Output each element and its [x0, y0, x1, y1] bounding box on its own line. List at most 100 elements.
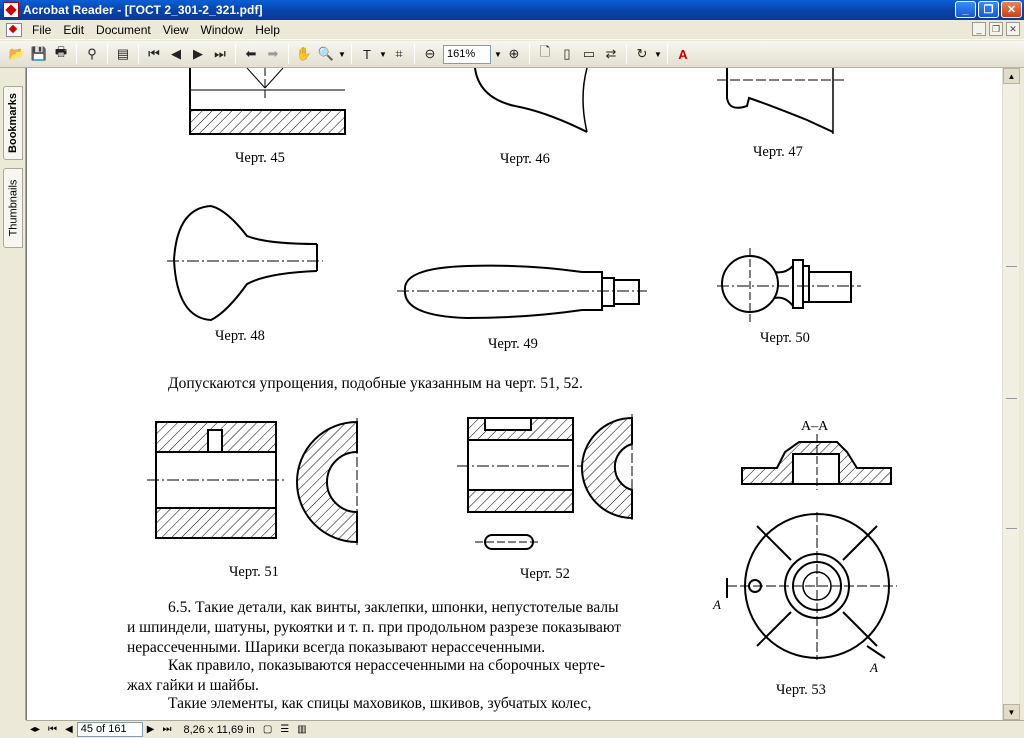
figure-47 — [717, 68, 847, 134]
navigation-tabs: Bookmarks Thumbnails — [0, 68, 26, 720]
paragraph-line: жах гайки и шайбы. — [127, 677, 259, 694]
acrobat-app-icon — [3, 2, 19, 18]
tab-bookmarks[interactable]: Bookmarks — [3, 86, 23, 160]
figure-53-section: А–А — [741, 419, 892, 490]
cut-label-a: А — [712, 597, 721, 612]
paragraph-line: Как правило, показываются нерассеченными… — [168, 657, 606, 674]
zoom-in-icon[interactable]: ⊕ — [508, 46, 520, 61]
open-icon[interactable]: 📂 — [8, 46, 26, 61]
toolbar-separator — [235, 44, 236, 64]
toolbar-separator — [351, 44, 352, 64]
fit-page-icon[interactable]: ▯ — [563, 46, 571, 61]
figure-48 — [167, 205, 323, 322]
first-page-icon[interactable]: ⏮ — [148, 46, 160, 61]
cut-label-b: А — [869, 660, 878, 675]
caption-figure-49: Черт. 49 — [488, 336, 538, 352]
snapshot-icon[interactable]: ⌗ — [395, 46, 403, 61]
title-bar: Acrobat Reader - [ГОСТ 2_301-2_321.pdf] … — [0, 0, 1024, 20]
navigation-pane-icon[interactable]: ▤ — [116, 46, 130, 61]
next-page-icon[interactable]: ▶ — [193, 46, 203, 61]
previous-page-icon[interactable]: ◀ — [171, 46, 181, 61]
paragraph-line: и шпиндели, шатуны, рукоятки и т. п. при… — [127, 619, 621, 636]
text-select-icon[interactable]: T — [363, 46, 371, 62]
save-icon[interactable]: 💾 — [30, 46, 48, 61]
doc-close-button[interactable]: ✕ — [1006, 22, 1020, 36]
figure-51 — [147, 418, 358, 546]
figure-45 — [189, 68, 346, 135]
status-last-page-icon[interactable]: ⏭ — [162, 724, 172, 735]
scroll-marker — [1006, 528, 1017, 529]
reflow-icon[interactable]: ⇄ — [605, 46, 617, 61]
fit-width-icon[interactable]: ▭ — [582, 46, 596, 61]
zoom-tool-dropdown-icon[interactable]: ▼ — [338, 49, 346, 59]
zoom-level-input[interactable]: 161% — [443, 44, 491, 64]
caption-figure-53: Черт. 53 — [776, 682, 826, 698]
menu-edit[interactable]: Edit — [63, 22, 85, 37]
tab-thumbnails-label: Thumbnails — [7, 179, 20, 237]
search-binoculars-icon[interactable]: ⚲ — [87, 46, 97, 61]
toolbar-separator — [288, 44, 289, 64]
paragraph-line: 6.5. Такие детали, как винты, заклепки, … — [168, 599, 619, 616]
paragraph-line: нерассеченными. Шарики всегда показывают… — [127, 639, 546, 656]
zoom-level-dropdown-icon[interactable]: ▼ — [494, 49, 502, 59]
status-left-arrow-icon[interactable]: ◂▸ — [30, 724, 41, 735]
document-page: А–А А А Черт. 45 Черт. 46 Черт. 47 Черт.… — [26, 68, 1002, 720]
rotate-view-icon[interactable]: ↻ — [636, 46, 648, 61]
menu-file[interactable]: File — [32, 22, 52, 37]
vertical-scrollbar[interactable]: ▲ ▼ — [1002, 68, 1020, 720]
text-select-dropdown-icon[interactable]: ▼ — [379, 49, 387, 59]
toolbar: 📂 💾 🖶 ⚲ ▤ ⏮ ◀ ▶ ⏭ ⬅ ➡ ✋ 🔍 ▼ T ▼ ⌗ ⊖ 161%… — [0, 41, 1024, 68]
scroll-down-arrow[interactable]: ▼ — [1003, 704, 1020, 720]
scroll-up-arrow[interactable]: ▲ — [1003, 68, 1020, 84]
doc-restore-button[interactable]: ❐ — [989, 22, 1003, 36]
actual-size-icon[interactable]: 🗋 — [539, 44, 551, 59]
last-page-icon[interactable]: ⏭ — [214, 46, 226, 61]
figure-49 — [397, 264, 647, 320]
caption-figure-51: Черт. 51 — [229, 564, 279, 580]
go-forward-icon[interactable]: ➡ — [267, 46, 279, 61]
menu-help[interactable]: Help — [255, 22, 280, 37]
paragraph-simplifications: Допускаются упрощения, подобные указанны… — [168, 375, 583, 392]
toolbar-separator — [626, 44, 627, 64]
go-back-icon[interactable]: ⬅ — [245, 46, 257, 61]
adobe-logo-icon[interactable]: A — [678, 46, 688, 62]
page-number-field[interactable]: 45 of 161 — [76, 722, 143, 737]
document-icon[interactable] — [6, 22, 22, 37]
single-page-icon[interactable]: ▢ — [262, 724, 273, 735]
menu-window[interactable]: Window — [200, 22, 244, 37]
status-first-page-icon[interactable]: ⏮ — [48, 724, 58, 735]
caption-figure-45: Черт. 45 — [235, 150, 285, 166]
section-label: А–А — [801, 419, 829, 434]
page-drawings: А–А А А — [147, 68, 897, 675]
tab-thumbnails[interactable]: Thumbnails — [3, 168, 23, 248]
window-title: Acrobat Reader - [ГОСТ 2_301-2_321.pdf] — [23, 3, 263, 17]
print-icon[interactable]: 🖶 — [54, 44, 68, 59]
menu-bar: File Edit Document View Window Help _ ❐ … — [0, 20, 1024, 40]
hand-tool-icon[interactable]: ✋ — [295, 46, 313, 61]
figure-53-plan: А А — [712, 512, 897, 675]
scroll-marker — [1006, 266, 1017, 267]
zoom-out-icon[interactable]: ⊖ — [424, 46, 436, 61]
restore-button[interactable]: ❐ — [978, 1, 999, 18]
facing-pages-icon[interactable]: ▥ — [297, 724, 307, 735]
status-prev-page-icon[interactable]: ◀ — [65, 724, 73, 735]
toolbar-separator — [76, 44, 77, 64]
figure-46 — [474, 68, 588, 133]
toolbar-separator — [414, 44, 415, 64]
continuous-icon[interactable]: ☰ — [280, 724, 290, 735]
status-next-page-icon[interactable]: ▶ — [146, 724, 155, 735]
menu-view[interactable]: View — [162, 22, 189, 37]
figure-52 — [457, 414, 633, 550]
toolbar-separator — [667, 44, 668, 64]
status-bar: ◂▸ ⏮ ◀ 45 of 161 ▶ ⏭ 8,26 x 11,69 in ▢ ☰… — [26, 720, 1024, 738]
doc-minimize-button[interactable]: _ — [972, 22, 986, 36]
close-button[interactable]: ✕ — [1001, 1, 1022, 18]
caption-figure-50: Черт. 50 — [760, 330, 810, 346]
paragraph-line: Такие элементы, как спицы маховиков, шки… — [168, 695, 592, 712]
zoom-tool-icon[interactable]: 🔍 — [317, 46, 335, 61]
menu-document[interactable]: Document — [96, 22, 151, 37]
caption-figure-47: Черт. 47 — [753, 144, 803, 160]
rotate-view-dropdown-icon[interactable]: ▼ — [654, 49, 662, 59]
minimize-button[interactable]: _ — [955, 1, 976, 18]
page-size-label: 8,26 x 11,69 in — [183, 723, 255, 736]
